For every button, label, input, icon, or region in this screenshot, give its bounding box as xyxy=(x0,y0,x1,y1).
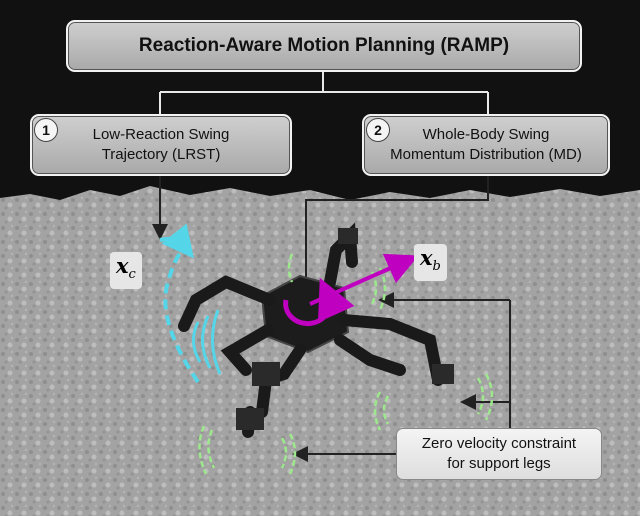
title-box: Reaction-Aware Motion Planning (RAMP) xyxy=(66,20,582,72)
zero-velocity-line1: Zero velocity constraint xyxy=(421,435,577,452)
md-line1: Whole-Body Swing xyxy=(422,126,550,143)
xc-symbol: x xyxy=(116,253,129,278)
xb-symbol: x xyxy=(420,245,433,270)
lrst-box: Low-Reaction Swing Trajectory (LRST) xyxy=(30,114,292,176)
connector-lines xyxy=(159,72,489,114)
zero-velocity-line2: for support legs xyxy=(447,455,551,472)
lrst-line2: Trajectory (LRST) xyxy=(101,146,221,163)
step-number-1: 1 xyxy=(34,118,58,142)
zero-velocity-box: Zero velocity constraint for support leg… xyxy=(396,428,602,480)
xb-label: xb xyxy=(414,244,447,282)
lrst-line1: Low-Reaction Swing xyxy=(92,126,230,143)
lrst-trajectory xyxy=(159,223,222,384)
pointer-lines xyxy=(152,176,511,462)
xc-subscript: c xyxy=(128,267,136,283)
xc-label: xc xyxy=(110,252,142,290)
md-box: Whole-Body Swing Momentum Distribution (… xyxy=(362,114,610,176)
xb-subscript: b xyxy=(432,259,441,275)
step-number-2: 2 xyxy=(366,118,390,142)
page-title: Reaction-Aware Motion Planning (RAMP) xyxy=(138,35,510,56)
md-line2: Momentum Distribution (MD) xyxy=(390,146,582,163)
md-momentum xyxy=(283,253,419,327)
